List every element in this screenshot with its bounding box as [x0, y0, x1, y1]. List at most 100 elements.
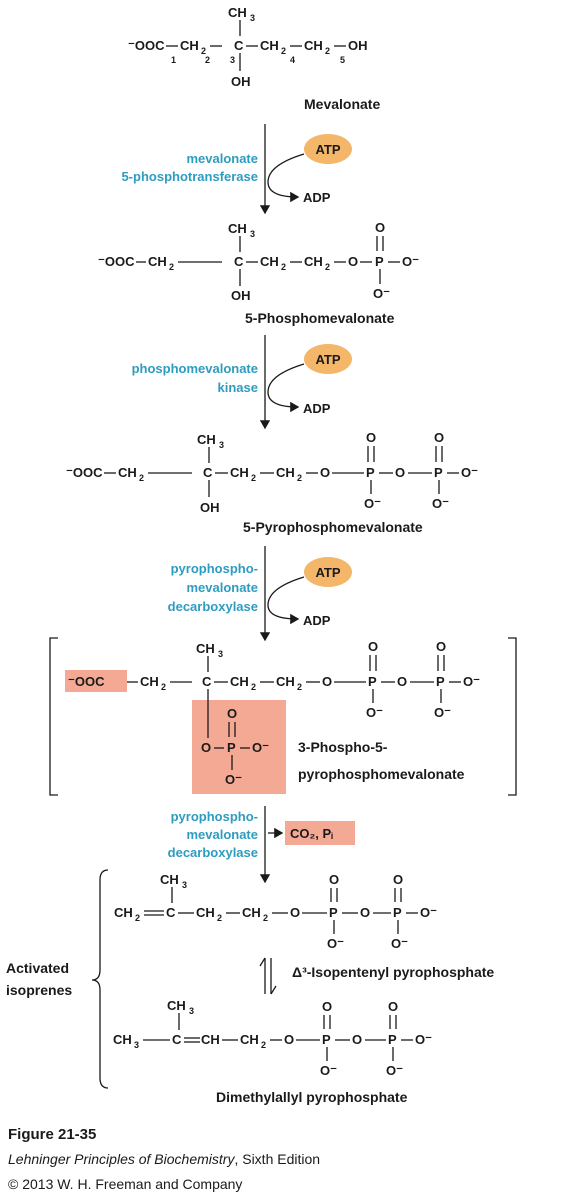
intermediate-bracket: [49, 637, 517, 796]
svg-text:O⁻: O⁻: [434, 705, 451, 720]
svg-text:P: P: [368, 674, 377, 689]
svg-text:O: O: [329, 872, 339, 887]
svg-text:OH: OH: [231, 74, 251, 89]
svg-text:C: C: [172, 1032, 182, 1047]
svg-text:3: 3: [182, 880, 187, 890]
svg-text:O⁻: O⁻: [386, 1063, 403, 1078]
svg-text:3: 3: [189, 1006, 194, 1016]
svg-text:CH: CH: [114, 905, 133, 920]
svg-text:2: 2: [281, 262, 286, 272]
enzyme-step2-line2: kinase: [218, 380, 258, 395]
enzyme-step3-line3: decarboxylase: [168, 599, 258, 614]
svg-text:CH: CH: [197, 432, 216, 447]
svg-text:O: O: [397, 674, 407, 689]
svg-text:2: 2: [325, 46, 330, 56]
svg-text:C: C: [166, 905, 176, 920]
svg-text:O⁻: O⁻: [432, 496, 449, 511]
svg-text:2: 2: [261, 1040, 266, 1050]
svg-text:2: 2: [297, 473, 302, 483]
svg-text:P: P: [375, 254, 384, 269]
svg-text:2: 2: [139, 473, 144, 483]
svg-text:⁻OOC: ⁻OOC: [66, 465, 103, 480]
svg-text:O: O: [366, 430, 376, 445]
isopentenyl-label: Δ³-Isopentenyl pyrophosphate: [292, 964, 494, 980]
svg-text:CH: CH: [240, 1032, 259, 1047]
svg-text:2: 2: [297, 682, 302, 692]
svg-text:O: O: [284, 1032, 294, 1047]
svg-text:3: 3: [250, 229, 255, 239]
figure-copyright: © 2013 W. H. Freeman and Company: [8, 1176, 243, 1192]
svg-text:P: P: [388, 1032, 397, 1047]
svg-text:CH: CH: [260, 254, 279, 269]
enzyme-step4-line1: pyrophospho-: [171, 809, 258, 824]
svg-text:2: 2: [169, 262, 174, 272]
svg-text:O⁻: O⁻: [225, 772, 242, 787]
svg-text:P: P: [227, 740, 236, 755]
svg-text:O: O: [201, 740, 211, 755]
svg-text:2: 2: [263, 913, 268, 923]
svg-text:P: P: [329, 905, 338, 920]
svg-text:CH: CH: [196, 905, 215, 920]
svg-text:P: P: [436, 674, 445, 689]
svg-text:O: O: [320, 465, 330, 480]
svg-text:CH: CH: [113, 1032, 132, 1047]
figure-source: Lehninger Principles of Biochemistry, Si…: [8, 1151, 320, 1167]
adp-label-step1: ADP: [303, 190, 331, 205]
svg-text:⁻OOC: ⁻OOC: [68, 674, 105, 689]
adp-label-step2: ADP: [303, 401, 331, 416]
svg-text:O⁻: O⁻: [391, 936, 408, 951]
svg-text:C: C: [234, 254, 244, 269]
atp-label-step1: ATP: [315, 142, 340, 157]
svg-text:CH: CH: [228, 5, 247, 20]
svg-text:O: O: [395, 465, 405, 480]
svg-text:CH: CH: [260, 38, 279, 53]
svg-text:OH: OH: [348, 38, 368, 53]
activated-label-line2: isoprenes: [6, 982, 72, 998]
svg-text:CH: CH: [228, 221, 247, 236]
svg-text:O: O: [360, 905, 370, 920]
svg-text:O⁻: O⁻: [373, 286, 390, 301]
svg-text:P: P: [434, 465, 443, 480]
svg-text:O: O: [322, 674, 332, 689]
reaction-step-1: mevalonate 5-phosphotransferase ATP ADP: [121, 124, 352, 215]
reaction-step-4: pyrophospho- mevalonate decarboxylase CO…: [168, 806, 355, 884]
atp-label-step3: ATP: [315, 565, 340, 580]
pyrophosphomevalonate-label: 5-Pyrophosphomevalonate: [243, 519, 423, 535]
carbon-number-1: 1: [171, 55, 176, 65]
svg-text:CH: CH: [276, 674, 295, 689]
svg-text:CH: CH: [196, 641, 215, 656]
svg-text:O⁻: O⁻: [252, 740, 269, 755]
adp-label-step3: ADP: [303, 613, 331, 628]
svg-text:P: P: [322, 1032, 331, 1047]
enzyme-step4-line2: mevalonate: [186, 827, 258, 842]
carbon-number-3: 3: [230, 55, 235, 65]
svg-text:O: O: [227, 706, 237, 721]
svg-text:CH: CH: [201, 1032, 220, 1047]
carbon-number-4: 4: [290, 55, 295, 65]
carboxyl-highlight: [65, 670, 127, 692]
svg-text:OH: OH: [200, 500, 220, 515]
enzyme-step3-line2: mevalonate: [186, 580, 258, 595]
intermediate-label-line2: pyrophosphomevalonate: [298, 766, 465, 782]
svg-text:CH: CH: [304, 38, 323, 53]
svg-text:3: 3: [219, 440, 224, 450]
svg-text:O: O: [434, 430, 444, 445]
svg-text:2: 2: [161, 682, 166, 692]
svg-text:3: 3: [134, 1040, 139, 1050]
svg-text:O: O: [375, 220, 385, 235]
reaction-step-3: pyrophospho- mevalonate decarboxylase AT…: [168, 546, 352, 642]
svg-text:CH: CH: [167, 998, 186, 1013]
svg-text:CH: CH: [140, 674, 159, 689]
atp-badge-step1: [304, 134, 352, 164]
enzyme-step2-line1: phosphomevalonate: [132, 361, 258, 376]
atp-badge-step2: [304, 344, 352, 374]
svg-text:O: O: [368, 639, 378, 654]
isoprenes-brace: [91, 869, 109, 1089]
svg-text:O: O: [348, 254, 358, 269]
svg-text:CH: CH: [180, 38, 199, 53]
svg-text:2: 2: [201, 46, 206, 56]
svg-text:C: C: [203, 465, 213, 480]
